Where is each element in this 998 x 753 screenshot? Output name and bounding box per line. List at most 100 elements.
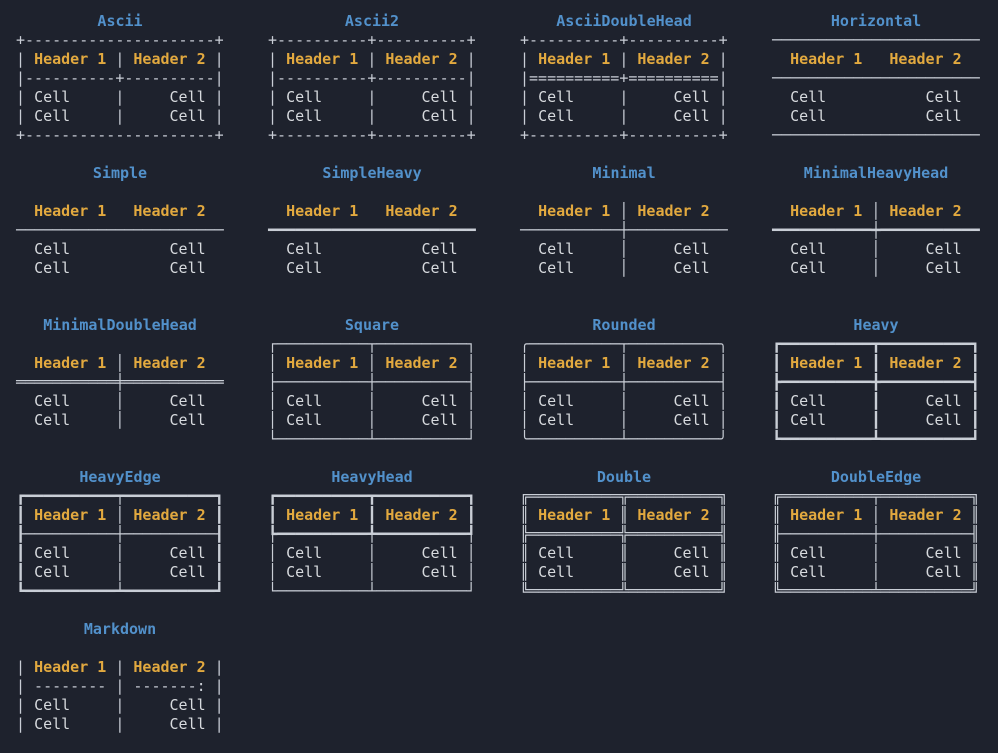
cell-text: Cell: [169, 107, 206, 125]
cell-text: Cell: [286, 240, 323, 258]
box-border-chars: [106, 202, 133, 220]
box-border-chars: |: [106, 50, 134, 68]
table-block-heavyhead: HeavyHead┏━━━━━━━━━━┳━━━━━━━━━━┓┃ Header…: [268, 468, 476, 601]
column-header-text: Header 2: [637, 202, 710, 220]
box-border-chars: |: [358, 50, 386, 68]
cell-text: Cell: [286, 107, 323, 125]
cell-text: Cell: [538, 240, 575, 258]
table-title: AsciiDoubleHead: [556, 12, 692, 30]
table-line: ┠──────────┼──────────┨: [16, 525, 224, 544]
box-border-chars: ╚══════════╧══════════╝: [772, 582, 980, 600]
table-line: ═══════════╪═══════════: [16, 373, 224, 392]
box-border-chars: ║: [709, 506, 728, 524]
table-line: [16, 335, 224, 354]
box-border-chars: |: [16, 107, 35, 125]
box-border-chars: ║: [772, 544, 791, 562]
table-line: │ Cell │ Cell │: [268, 544, 476, 563]
table-line: │ Cell │ Cell │: [268, 411, 476, 430]
table-line: [268, 183, 476, 202]
table-line: Cell │ Cell: [520, 240, 728, 259]
table-line: | Header 1 | Header 2 |: [268, 50, 476, 69]
box-border-chars: |: [709, 88, 728, 106]
column-header-text: Header 1: [538, 506, 611, 524]
table-line: │ Header 1 │ Header 2 │: [268, 354, 476, 373]
table-title: Heavy: [853, 316, 899, 334]
table-line: ╚══════════╩══════════╝: [520, 582, 728, 601]
table-line: ║ Header 1 │ Header 2 ║: [772, 506, 980, 525]
cell-text: Cell: [421, 259, 458, 277]
box-border-chars: [458, 240, 476, 258]
box-border-chars: |: [457, 50, 476, 68]
box-border-chars: |: [16, 715, 35, 733]
cell-text: Cell: [925, 88, 962, 106]
table-line: | Cell | Cell |: [16, 715, 224, 734]
column-header-text: Header 2: [385, 50, 458, 68]
column-header-text: Header 1: [538, 354, 611, 372]
box-border-chars: │: [268, 411, 287, 429]
box-border-chars: │: [70, 392, 170, 410]
cell-text: Cell: [34, 563, 71, 581]
column-header-text: Header 1: [34, 354, 107, 372]
column-header-text: Header 2: [637, 354, 710, 372]
table-title: Double: [596, 468, 652, 486]
box-border-chars: │: [862, 202, 890, 220]
table-line: [16, 278, 224, 297]
box-border-chars: ║: [610, 506, 638, 524]
cell-text: Cell: [169, 240, 206, 258]
table-block-double: Double╔══════════╦══════════╗║ Header 1 …: [520, 468, 728, 601]
cell-text: Cell: [538, 563, 575, 581]
table-line: +----------+----------+: [268, 126, 476, 145]
box-border-chars: |: [709, 107, 728, 125]
box-border-chars: ║: [961, 544, 980, 562]
cell-text: Cell: [538, 411, 575, 429]
cell-text: Cell: [673, 544, 710, 562]
table-line: ━━━━━━━━━━━━━━━━━━━━━━━: [268, 221, 476, 240]
cell-text: Cell: [673, 259, 710, 277]
table-line: | Header 1 | Header 2 |: [16, 658, 224, 677]
table-line: ┃ Cell │ Cell ┃: [16, 563, 224, 582]
box-border-chars: │: [826, 259, 926, 277]
cell-text: Cell: [790, 563, 827, 581]
box-border-chars: ├──────────┼──────────┤: [268, 373, 476, 391]
table-line: ├──────────┼──────────┤: [268, 373, 476, 392]
box-border-chars: [862, 50, 889, 68]
box-border-chars: |: [16, 50, 35, 68]
cell-text: Cell: [673, 563, 710, 581]
table-title: Ascii: [97, 12, 143, 30]
column-header-text: Header 1: [286, 202, 359, 220]
box-border-chars: ┗━━━━━━━━━━┻━━━━━━━━━━┛: [772, 430, 980, 448]
box-border-chars: │: [322, 392, 422, 410]
cell-text: Cell: [169, 411, 206, 429]
box-border-chars: [206, 392, 224, 410]
cell-text: Cell: [421, 107, 458, 125]
cell-text: Cell: [286, 392, 323, 410]
table-block-rounded: Rounded╭──────────┬──────────╮│ Header 1…: [520, 316, 728, 449]
box-border-chars: +---------------------+: [16, 31, 224, 49]
column-header-text: Header 1: [34, 50, 107, 68]
box-border-chars: ┃: [16, 506, 35, 524]
box-border-chars: [358, 202, 385, 220]
cell-text: Cell: [169, 259, 206, 277]
box-border-chars: │: [322, 544, 422, 562]
table-line: ╚══════════╧══════════╝: [772, 582, 980, 601]
cell-text: Cell: [925, 259, 962, 277]
box-border-chars: │: [457, 544, 476, 562]
box-border-chars: |: [457, 107, 476, 125]
box-border-chars: │: [610, 354, 638, 372]
table-title: MinimalDoubleHead: [43, 316, 197, 334]
box-border-chars: ┡━━━━━━━━━━╇━━━━━━━━━━┩: [268, 525, 476, 543]
table-block-minimal: Minimal Header 1 │ Header 2 ───────────┼…: [520, 164, 728, 297]
table-line: Cell │ Cell: [16, 411, 224, 430]
box-border-chars: [16, 354, 34, 372]
box-border-chars: ║: [520, 506, 539, 524]
table-line: +----------+----------+: [520, 126, 728, 145]
column-header-text: Header 2: [385, 202, 458, 220]
table-line: ┌──────────┬──────────┐: [268, 335, 476, 354]
box-border-chars: |----------+----------|: [16, 69, 224, 87]
table-line: ║ Cell │ Cell ║: [772, 544, 980, 563]
cell-text: Cell: [34, 411, 71, 429]
cell-text: Cell: [286, 563, 323, 581]
box-border-chars: ║: [520, 544, 539, 562]
table-title: Ascii2: [344, 12, 400, 30]
table-line: ┗━━━━━━━━━━┷━━━━━━━━━━┛: [16, 582, 224, 601]
